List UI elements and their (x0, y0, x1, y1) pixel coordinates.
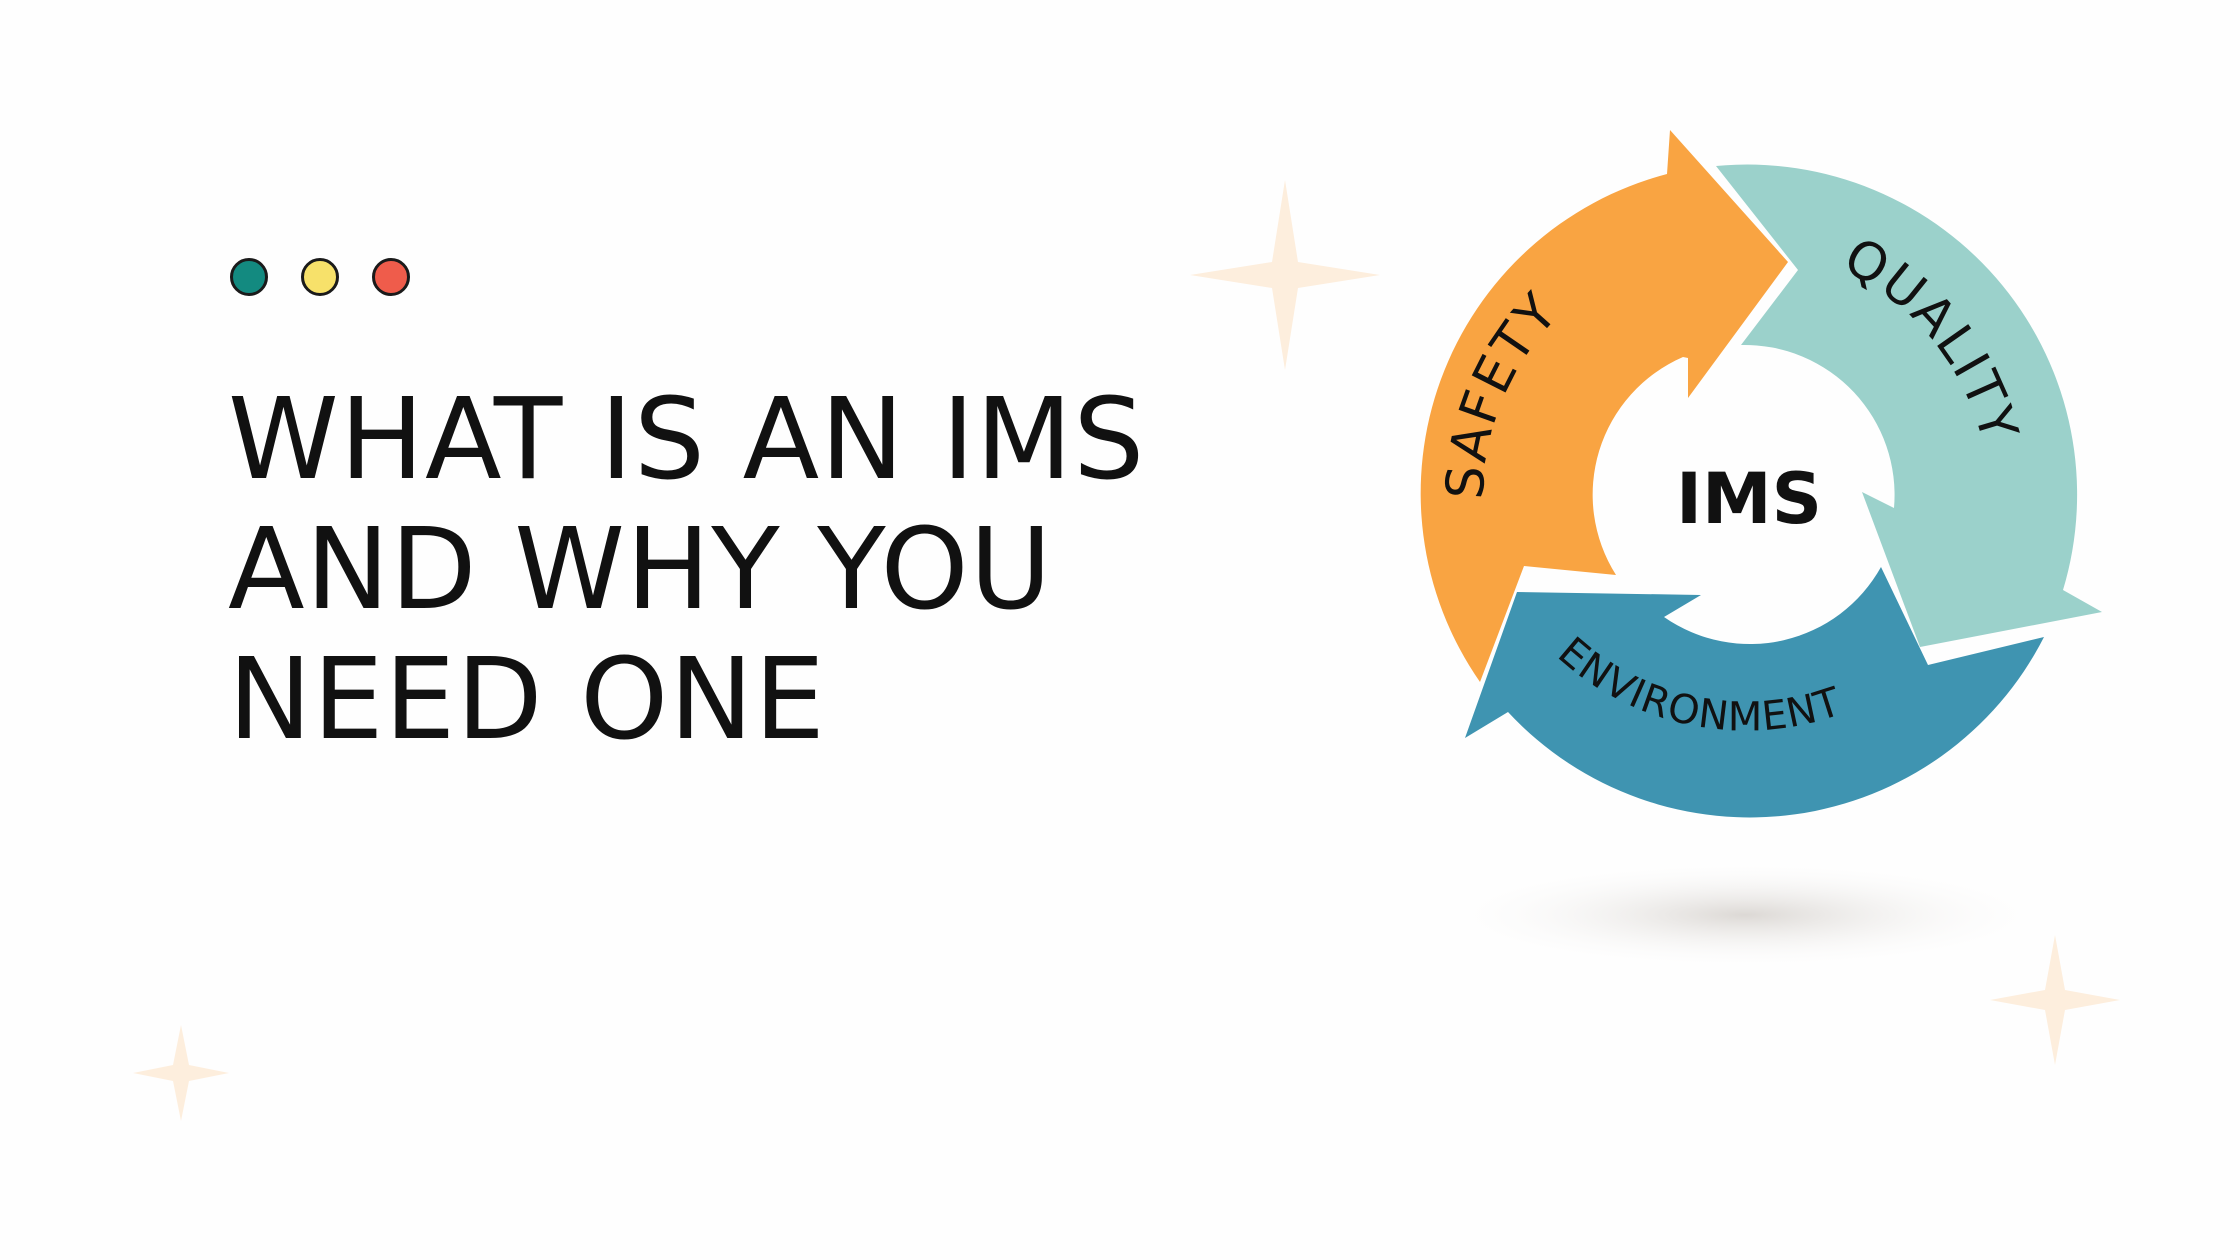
sparkle-icon (1190, 180, 1380, 370)
page-title: WHAT IS AN IMS AND WHY YOU NEED ONE (228, 375, 1145, 765)
title-line-1: WHAT IS AN IMS (228, 375, 1146, 505)
quality-arrow (1716, 164, 2102, 648)
teal-dot (230, 258, 268, 296)
red-dot (372, 258, 410, 296)
yellow-dot (301, 258, 339, 296)
diagram-shadow (1435, 860, 2055, 970)
environment-arrow (1465, 567, 2044, 818)
center-label: IMS (1676, 458, 1822, 540)
safety-arrow (1420, 130, 1788, 682)
title-line-2: AND WHY YOU (228, 505, 1053, 635)
window-dots (230, 258, 410, 296)
ims-cycle-diagram: SAFETY QUALITY ENVIRONMENT IMS (1420, 130, 2102, 970)
sparkle-icon (133, 1025, 229, 1121)
title-line-3: NEED ONE (228, 635, 826, 765)
sparkle-icon (1990, 935, 2120, 1065)
